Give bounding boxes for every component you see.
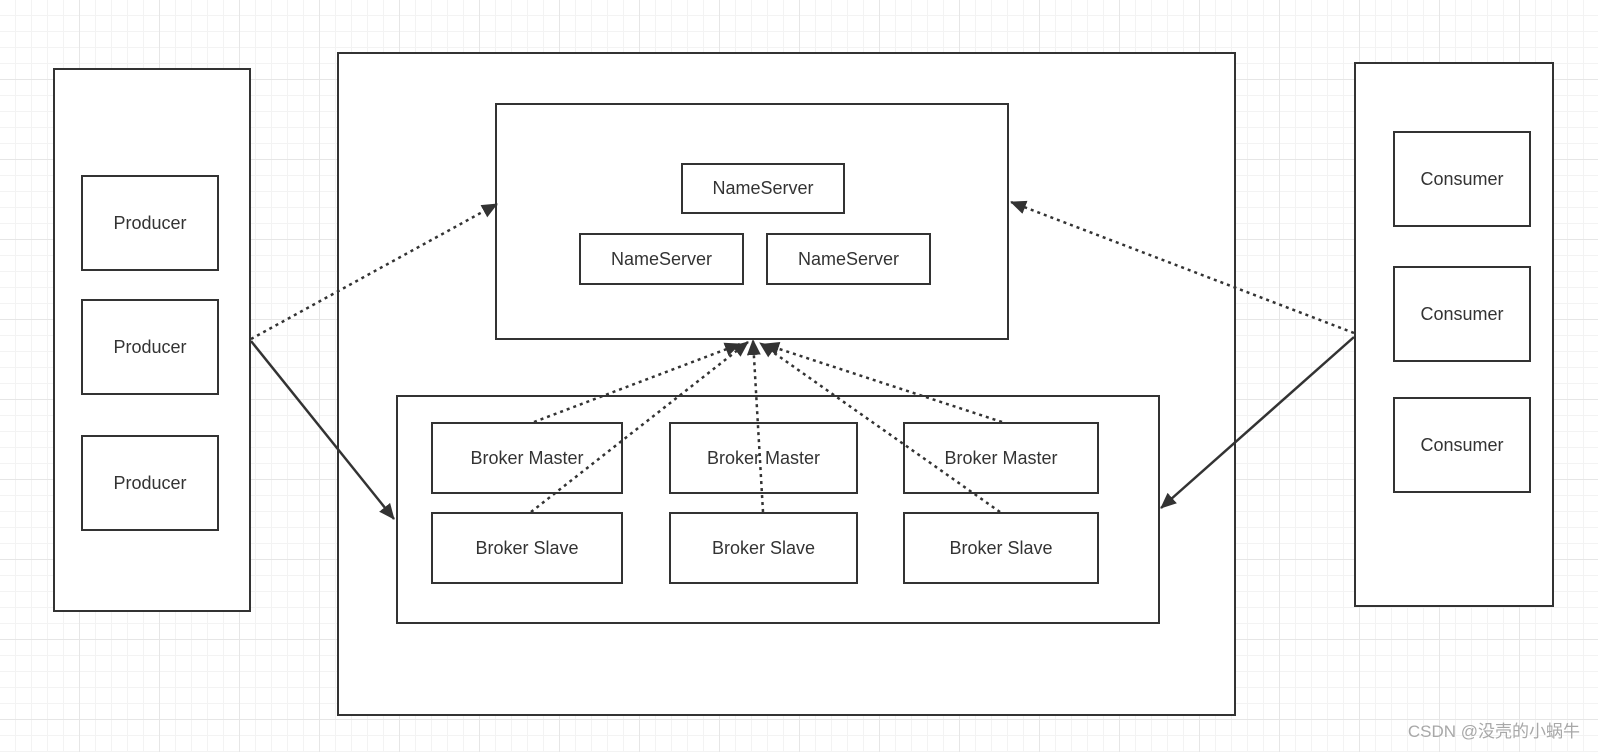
- consumer-node: Consumer: [1393, 131, 1531, 227]
- consumer-node: Consumer: [1393, 266, 1531, 362]
- broker-master-node: Broker Master: [669, 422, 858, 494]
- producer-node: Producer: [81, 175, 219, 271]
- broker-slave-node: Broker Slave: [431, 512, 623, 584]
- producer-node: Producer: [81, 435, 219, 531]
- consumer-node: Consumer: [1393, 397, 1531, 493]
- nameserver-cluster: [495, 103, 1009, 340]
- nameserver-node: NameServer: [579, 233, 744, 285]
- nameserver-node: NameServer: [681, 163, 845, 214]
- broker-master-node: Broker Master: [431, 422, 623, 494]
- watermark-text: CSDN @没壳的小蜗牛: [1407, 722, 1580, 741]
- broker-slave-node: Broker Slave: [669, 512, 858, 584]
- broker-master-node: Broker Master: [903, 422, 1099, 494]
- producer-node: Producer: [81, 299, 219, 395]
- nameserver-node: NameServer: [766, 233, 931, 285]
- broker-slave-node: Broker Slave: [903, 512, 1099, 584]
